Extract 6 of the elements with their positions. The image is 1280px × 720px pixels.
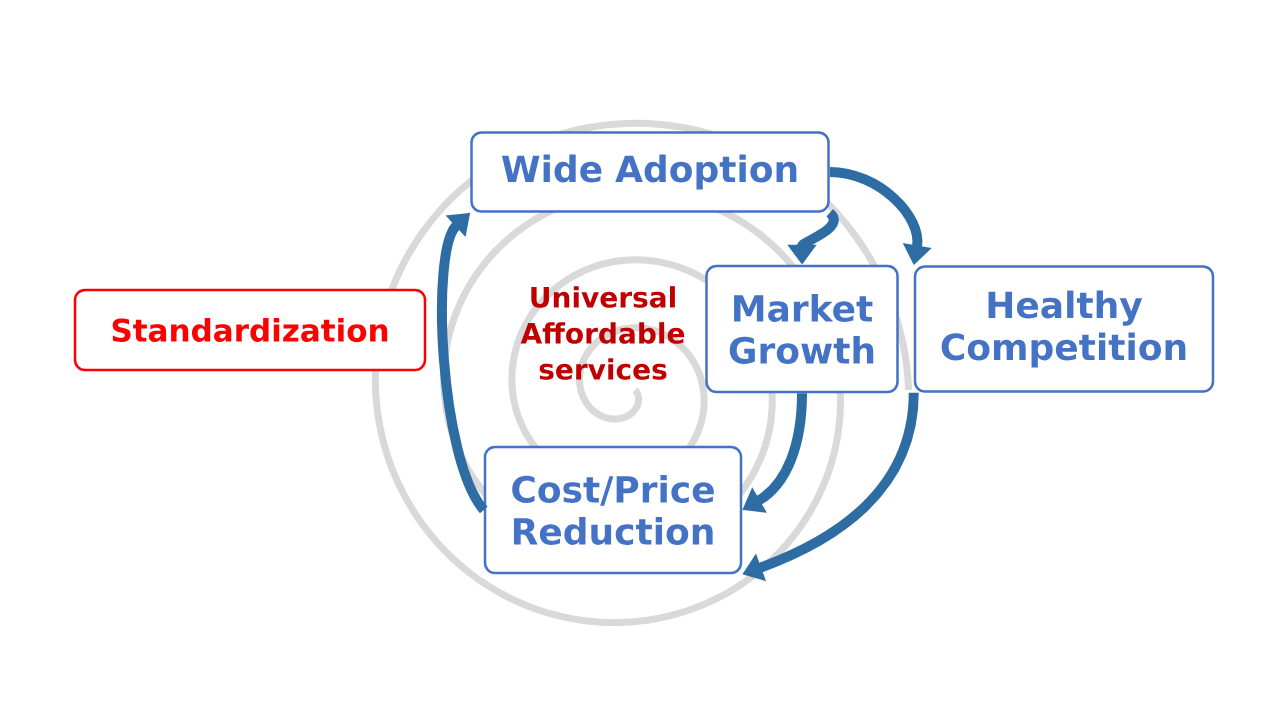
- center-label: Universal Affordable services: [520, 286, 685, 380]
- standard-box: Standardization: [73, 288, 427, 372]
- process-box: Cost/Price Reduction: [483, 445, 743, 575]
- process-box: Wide Adoption: [470, 131, 830, 213]
- process-box: Healthy Competition: [913, 265, 1215, 393]
- process-box: Market Growth: [705, 264, 899, 394]
